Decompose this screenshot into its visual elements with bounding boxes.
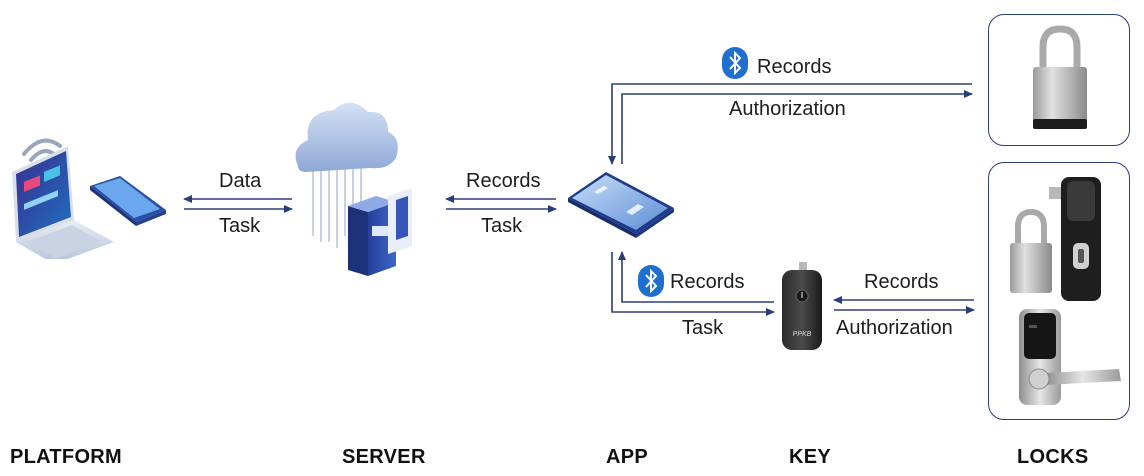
label-records-locks: Records bbox=[864, 271, 939, 293]
arrow-authorization-to-lock bbox=[621, 90, 973, 164]
cabinet-lock-icon bbox=[1049, 177, 1101, 301]
label-data: Data bbox=[219, 170, 262, 192]
electronic-key-icon: PPKB bbox=[782, 262, 822, 350]
laptop-icon bbox=[12, 138, 166, 259]
locks-box-top bbox=[988, 14, 1130, 146]
wifi-icon bbox=[22, 138, 62, 162]
column-title-server: SERVER bbox=[342, 446, 426, 468]
label-task-key: Task bbox=[682, 317, 724, 339]
label-records-app-top: Records bbox=[757, 56, 832, 78]
arrow-records-to-app-top bbox=[608, 83, 972, 165]
arrow-task-to-key bbox=[611, 252, 775, 316]
label-authorization-top: Authorization bbox=[729, 98, 846, 120]
arrow-records-to-app-bottom bbox=[618, 251, 774, 303]
door-lock-icon bbox=[1019, 309, 1121, 405]
label-records-key: Records bbox=[670, 271, 745, 293]
locks-box-bottom bbox=[988, 162, 1130, 420]
phone-icon bbox=[90, 176, 166, 226]
phone-icon bbox=[568, 172, 674, 238]
column-title-platform: PLATFORM bbox=[10, 446, 123, 468]
label-records-server: Records bbox=[466, 170, 541, 192]
key-brand-text: PPKB bbox=[793, 331, 812, 338]
bluetooth-icon bbox=[722, 47, 748, 79]
column-title-key: KEY bbox=[789, 446, 832, 468]
column-title-locks: LOCKS bbox=[1017, 446, 1089, 468]
label-task-platform: Task bbox=[219, 215, 261, 237]
padlock-icon bbox=[1033, 25, 1087, 129]
bluetooth-icon bbox=[638, 265, 664, 297]
label-task-server: Task bbox=[481, 215, 523, 237]
padlock-icon bbox=[1010, 208, 1052, 293]
cloud-server-icon bbox=[295, 102, 412, 276]
label-authorization-locks: Authorization bbox=[836, 317, 953, 339]
column-title-app: APP bbox=[606, 446, 649, 468]
